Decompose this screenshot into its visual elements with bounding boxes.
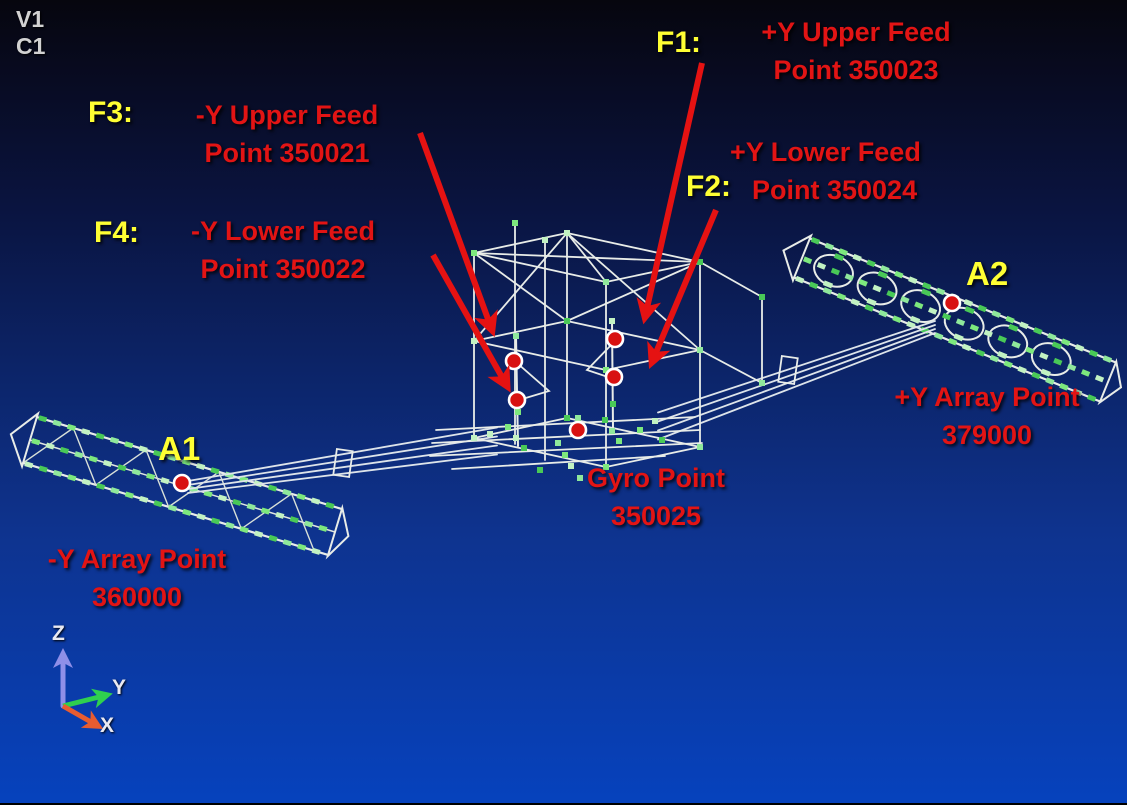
label-a1-text: -Y Array Point 360000 [22, 540, 252, 616]
label-f4-line1: -Y Lower Feed [190, 216, 376, 246]
label-f1-key: F1: [656, 26, 701, 59]
label-a2-text: +Y Array Point 379000 [872, 378, 1102, 454]
minus-y-solar-array-wing [9, 410, 350, 560]
label-f4-key: F4: [94, 216, 139, 249]
view-id: V1 [16, 6, 45, 32]
bus-joint-nodes [471, 220, 765, 481]
label-a1-line1: -Y Array Point [47, 544, 227, 574]
plus-y-boom [657, 320, 936, 441]
feed-masts [515, 320, 615, 447]
label-gyro-line1: Gyro Point [586, 463, 725, 493]
label-a1-line2: 360000 [91, 582, 183, 612]
view-config-tag: V1 C1 [16, 6, 45, 60]
array-point-360000-marker [172, 473, 192, 493]
array-point-379000-marker [942, 293, 962, 313]
axis-x-label: X [100, 714, 115, 737]
label-a2-key: A2 [966, 255, 1009, 292]
feed-point-350022-marker [507, 390, 527, 410]
label-f3-text: -Y Upper Feed Point 350021 [163, 96, 411, 172]
label-f1-line1: +Y Upper Feed [761, 17, 951, 47]
arrow-f1-to-upper-feed [636, 62, 705, 325]
arrow-f4-to-lower-feed [430, 253, 511, 393]
label-gyro-line2: 350025 [610, 501, 702, 531]
coordinate-triad [53, 648, 113, 729]
label-f4-line2: Point 350022 [200, 254, 366, 284]
label-f4-text: -Y Lower Feed Point 350022 [161, 212, 405, 288]
label-a2-line1: +Y Array Point [894, 382, 1080, 412]
label-a1-key: A1 [158, 430, 201, 467]
axis-y-label: Y [112, 676, 127, 699]
label-f2-line1: +Y Lower Feed [730, 137, 921, 167]
plus-y-solar-array-wing [782, 233, 1123, 406]
label-f3-line1: -Y Upper Feed [195, 100, 379, 130]
feed-point-350021-marker [504, 351, 524, 371]
constraint-id: C1 [16, 33, 46, 59]
label-f3-line2: Point 350021 [204, 138, 370, 168]
spacecraft-bus-frame [429, 222, 763, 470]
arrow-f3-to-upper-feed [417, 131, 498, 338]
label-f1-text: +Y Upper Feed Point 350023 [733, 13, 979, 89]
minus-y-boom [187, 426, 498, 494]
feed-point-350024-marker [604, 367, 624, 387]
axis-z-label: Z [52, 622, 65, 645]
arrow-f2-to-lower-feed [647, 208, 719, 369]
gyro-point-350025-marker [568, 420, 588, 440]
label-gyro-text: Gyro Point 350025 [568, 459, 744, 535]
label-f2-line2: Point 350024 [752, 175, 918, 205]
label-f3-key: F3: [88, 96, 133, 129]
label-f2-key: F2: [686, 170, 731, 203]
label-a2-line2: 379000 [941, 420, 1033, 450]
feed-point-350023-marker [605, 329, 625, 349]
label-f1-line2: Point 350023 [773, 55, 939, 85]
